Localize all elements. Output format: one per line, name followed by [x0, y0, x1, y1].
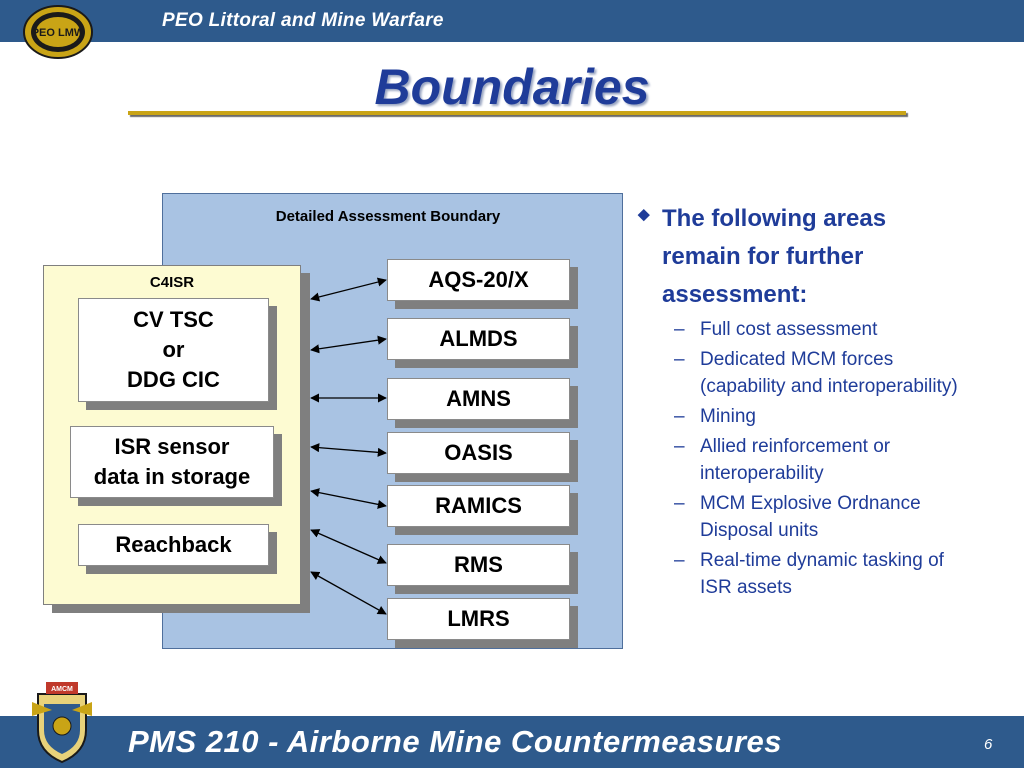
- sub-bullet-text: Dedicated MCM forces (capability and int…: [700, 349, 958, 397]
- slide-title: Boundaries: [374, 59, 650, 115]
- header-title: PEO Littoral and Mine Warfare: [162, 10, 444, 31]
- cv-tsc-box: CV TSC or DDG CIC: [78, 298, 269, 402]
- dash-icon: –: [674, 436, 685, 457]
- or-line: or: [162, 337, 185, 362]
- reachback-box: Reachback: [78, 524, 269, 566]
- system-box-almds: ALMDS: [387, 318, 570, 360]
- diamond-bullet-icon: ◆: [638, 206, 650, 223]
- system-box-amns: AMNS: [387, 378, 570, 420]
- dash-icon: –: [674, 349, 685, 370]
- dash-icon: –: [674, 493, 685, 514]
- footer-bar: [0, 716, 1024, 768]
- svg-text:PEO LMW: PEO LMW: [32, 27, 85, 39]
- system-box-lmrs: LMRS: [387, 598, 570, 640]
- ddg-cic-line: DDG CIC: [127, 367, 220, 392]
- cv-tsc-line: CV TSC: [133, 307, 214, 332]
- title-rule: [128, 111, 906, 115]
- sub-bullet-text: Full cost assessment: [700, 319, 878, 340]
- main-bullet-text: The following areas remain for further a…: [662, 205, 887, 308]
- sub-bullet: –Mining: [662, 403, 968, 430]
- data-storage-line: data in storage: [93, 464, 251, 489]
- amcm-logo: AMCM: [32, 682, 92, 764]
- sub-bullet: –Real-time dynamic tasking of ISR assets: [662, 547, 968, 601]
- system-box-aqs-20x: AQS-20/X: [387, 259, 570, 301]
- system-box-oasis: OASIS: [387, 432, 570, 474]
- assessment-bullets: ◆ The following areas remain for further…: [638, 200, 968, 604]
- dash-icon: –: [674, 406, 685, 427]
- peo-lmw-logo: PEO LMW: [23, 5, 93, 59]
- main-bullet: ◆ The following areas remain for further…: [638, 200, 968, 314]
- boundary-label: Detailed Assessment Boundary: [275, 208, 501, 225]
- sub-bullet: –Allied reinforcement or interoperabilit…: [662, 433, 968, 487]
- system-box-rms: RMS: [387, 544, 570, 586]
- reachback-line: Reachback: [115, 532, 232, 557]
- sub-bullet-text: Mining: [700, 406, 756, 427]
- sub-bullet-list: –Full cost assessment –Dedicated MCM for…: [662, 316, 968, 601]
- footer-title: PMS 210 - Airborne Mine Countermeasures: [128, 724, 783, 759]
- isr-sensor-box: ISR sensor data in storage: [70, 426, 274, 498]
- system-box-ramics: RAMICS: [387, 485, 570, 527]
- page-number: 6: [984, 736, 993, 753]
- sub-bullet: –Full cost assessment: [662, 316, 968, 343]
- header-bar: [0, 0, 1024, 42]
- dash-icon: –: [674, 319, 685, 340]
- sub-bullet-text: Allied reinforcement or interoperability: [700, 436, 891, 484]
- sub-bullet: –MCM Explosive Ordnance Disposal units: [662, 490, 968, 544]
- sub-bullet-text: MCM Explosive Ordnance Disposal units: [700, 493, 921, 541]
- sub-bullet: –Dedicated MCM forces (capability and in…: [662, 346, 968, 400]
- isr-sensor-line: ISR sensor: [114, 434, 230, 459]
- dash-icon: –: [674, 550, 685, 571]
- sub-bullet-text: Real-time dynamic tasking of ISR assets: [700, 550, 944, 598]
- c4isr-label: C4ISR: [149, 274, 195, 291]
- svg-text:AMCM: AMCM: [51, 686, 73, 693]
